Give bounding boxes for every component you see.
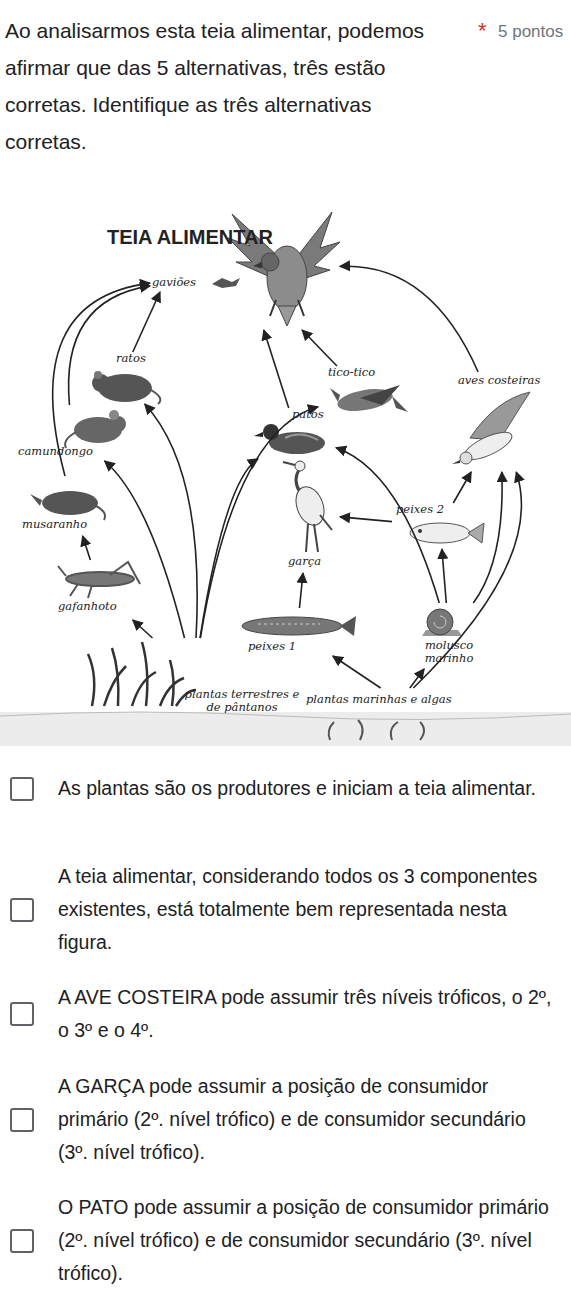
checkbox	[10, 777, 34, 801]
ground-band	[0, 712, 571, 746]
option-text: A GARÇA pode assumir a posição de consum…	[58, 1070, 555, 1169]
food-arrow	[299, 573, 303, 608]
required-mark: *	[478, 18, 487, 44]
organism-label: ratos	[116, 352, 160, 365]
mouse-drawing	[65, 410, 126, 448]
grasshopper-drawing	[58, 562, 140, 598]
organism: molusco marinho	[406, 603, 492, 669]
seabird-drawing	[452, 392, 530, 465]
fish-drawing	[242, 616, 356, 636]
food-arrow	[410, 669, 424, 688]
checkbox	[10, 1002, 34, 1026]
organism: plantas terrestres e de pântanos	[84, 638, 304, 714]
organism: peixes 1	[236, 608, 358, 656]
organism: garça	[278, 455, 340, 573]
organism-label: garça	[288, 555, 338, 568]
sparrow-drawing	[330, 385, 408, 415]
shrew-drawing	[30, 491, 105, 520]
food-arrow	[336, 448, 439, 603]
water-line	[0, 712, 571, 720]
food-arrow	[340, 517, 392, 522]
answer-option: A AVE COSTEIRA pode assumir três níveis …	[10, 981, 555, 1047]
organism-label: peixes 2	[396, 503, 466, 516]
organism: gaviões	[150, 212, 340, 330]
hawk-icon	[212, 278, 240, 288]
organism-label: plantas marinhas e algas	[306, 693, 496, 706]
checkbox	[10, 898, 34, 922]
checkbox	[10, 1229, 34, 1253]
answer-option: O PATO pode assumir a posição de consumi…	[10, 1191, 555, 1290]
rat-drawing	[92, 371, 160, 404]
organism-label: musaranho	[22, 518, 122, 531]
answer-option: As plantas são os produtores e iniciam a…	[10, 772, 555, 805]
heron-drawing	[283, 461, 332, 552]
food-arrow	[83, 536, 91, 560]
plant-drawing	[88, 642, 196, 706]
seaweed-drawing	[329, 720, 424, 740]
points-label: 5 pontos	[498, 22, 563, 42]
option-text: As plantas são os produtores e iniciam a…	[58, 772, 555, 805]
duck-drawing	[254, 424, 325, 454]
organism-label: tico-tico	[328, 366, 398, 379]
organism-label: camundongo	[18, 445, 118, 458]
food-arrow	[453, 472, 471, 503]
diagram-heading: TEIA ALIMENTAR	[107, 226, 273, 249]
food-arrow	[340, 266, 478, 372]
organism-label: gaviões	[152, 276, 222, 289]
organism: gafanhoto	[52, 560, 148, 620]
organism-label: aves costeiras	[458, 374, 558, 387]
food-arrow	[333, 656, 381, 688]
organism-label: gafanhoto	[58, 600, 148, 613]
organism: aves costeiras	[440, 372, 560, 472]
option-text: A AVE COSTEIRA pode assumir três níveis …	[58, 981, 555, 1047]
checkbox	[10, 1108, 34, 1132]
food-arrow	[133, 292, 160, 352]
organism-label: plantas terrestres e de pântanos	[182, 688, 302, 714]
question-text: Ao analisarmos esta teia alimentar, pode…	[5, 12, 455, 160]
answer-option: A GARÇA pode assumir a posição de consum…	[10, 1070, 555, 1169]
food-arrow	[145, 404, 197, 638]
option-text: O PATO pode assumir a posição de consumi…	[58, 1191, 555, 1290]
food-arrow	[133, 620, 153, 638]
food-arrow	[264, 330, 289, 408]
organism: peixes 2	[392, 503, 488, 549]
food-arrow	[69, 286, 150, 405]
organism: musaranho	[20, 476, 126, 536]
food-arrow	[200, 407, 318, 638]
organism-label: molusco marinho	[418, 639, 480, 665]
organism: camundongo	[16, 405, 128, 461]
food-arrow	[473, 472, 502, 603]
organism: tico-tico	[318, 366, 410, 422]
snail-drawing	[422, 609, 462, 636]
organism: patos	[258, 408, 336, 460]
fish-drawing	[410, 523, 484, 543]
organism: plantas marinhas e algas	[304, 688, 496, 714]
organism-label: peixes 1	[248, 640, 328, 653]
organism-label: patos	[292, 408, 336, 421]
answer-option: A teia alimentar, considerando todos os …	[10, 860, 555, 959]
food-arrow	[200, 459, 258, 638]
food-arrow	[302, 330, 337, 366]
organism: ratos	[82, 352, 160, 404]
food-arrow	[442, 549, 446, 603]
option-text: A teia alimentar, considerando todos os …	[58, 860, 555, 959]
